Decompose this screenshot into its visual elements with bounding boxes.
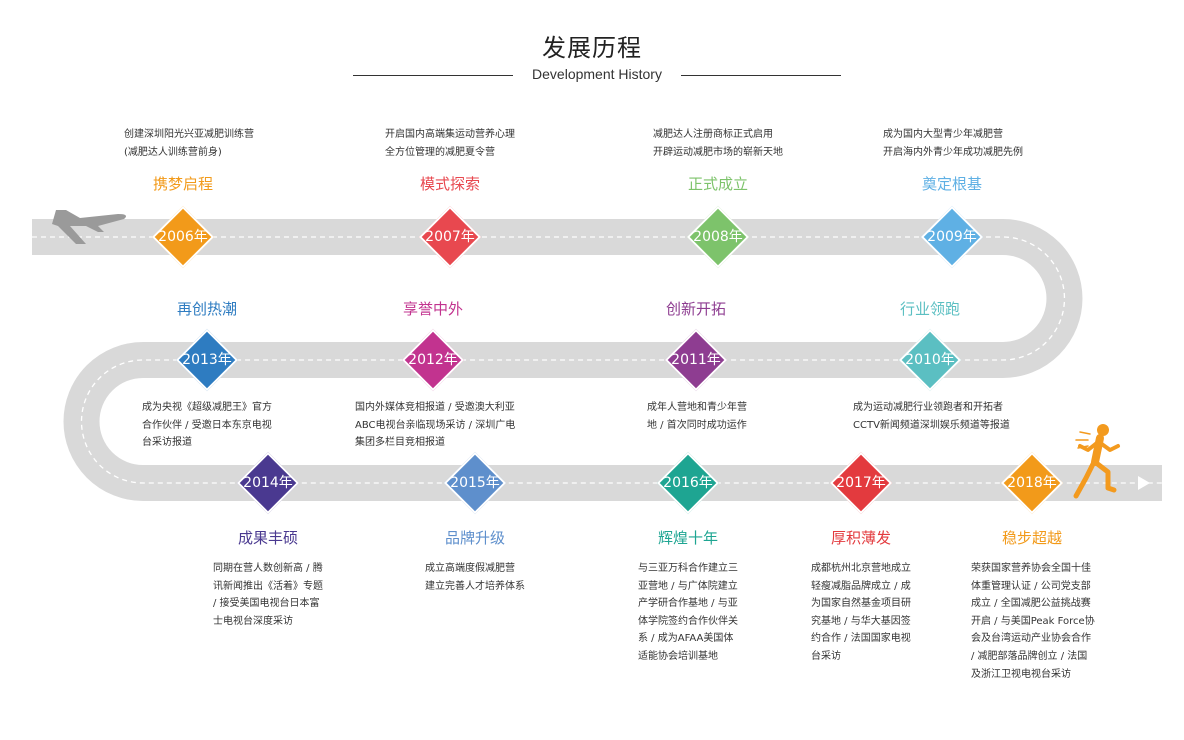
description-line: 为国家自然基金项目研 (811, 598, 911, 610)
description-line: 成为国内大型青少年减肥营 (883, 129, 1003, 140)
milestone-heading: 模式探索 (419, 175, 480, 193)
description-line: 体重管理认证 / 公司党支部 (971, 580, 1091, 592)
milestone-description: 减肥达人注册商标正式启用开辟运动减肥市场的崭新天地 (653, 126, 783, 161)
description-line: CCTV新闻频道深圳娱乐频道等报道 (853, 419, 1010, 431)
description-line: 及浙江卫视电视台采访 (971, 668, 1071, 680)
year-label: 2007年 (425, 229, 475, 245)
description-line: 究基地 / 与华大基因签 (811, 615, 911, 627)
description-line: 集团多栏目竞相报道 (355, 437, 445, 449)
year-label: 2016年 (663, 475, 713, 491)
divider-left (353, 75, 513, 76)
milestone-heading: 品牌升级 (444, 529, 505, 547)
description-line: 轻瘦减脂品牌成立 / 成 (811, 580, 911, 592)
milestone-description: 成为央视《超级减肥王》官方合作伙伴 / 受邀日本东京电视台采访报道 (142, 399, 272, 452)
year-label: 2010年 (905, 352, 955, 368)
description-line: 成年人营地和青少年营 (647, 402, 747, 413)
milestone-description: 成都杭州北京营地成立轻瘦减脂品牌成立 / 成为国家自然基金项目研究基地 / 与华… (811, 560, 911, 666)
description-line: 亚营地 / 与广体院建立 (638, 580, 738, 592)
year-label: 2006年 (158, 229, 208, 245)
year-label: 2012年 (408, 352, 458, 368)
description-line: 开启国内高端集运动营养心理 (385, 129, 515, 140)
description-line: 适能协会培训基地 (638, 650, 718, 662)
description-line: 建立完善人才培养体系 (425, 580, 525, 592)
milestone-description: 成立高端度假减肥营建立完善人才培养体系 (425, 560, 525, 595)
description-line: (减肥达人训练营前身) (124, 146, 222, 158)
description-line: 同期在营人数创新高 / 腾 (213, 563, 323, 574)
description-line: / 接受美国电视台日本富 (213, 598, 320, 610)
description-line: 讯新闻推出《活着》专题 (213, 580, 323, 592)
description-line: 减肥达人注册商标正式启用 (653, 129, 773, 140)
milestone-description: 与三亚万科合作建立三亚营地 / 与广体院建立产学研合作基地 / 与亚体学院签约合… (638, 560, 738, 666)
year-label: 2014年 (243, 475, 293, 491)
page-subtitle: Development History (522, 66, 672, 82)
play-arrow-icon (1138, 476, 1150, 490)
year-label: 2013年 (182, 352, 232, 368)
description-line: 开启海内外青少年成功减肥先例 (883, 146, 1023, 158)
description-line: 成为运动减肥行业领跑者和开拓者 (853, 402, 1003, 413)
description-line: 地 / 首次同时成功运作 (647, 419, 747, 431)
description-line: 士电视台深度采访 (213, 615, 293, 627)
description-line: 开启 / 与美国Peak Force协 (971, 615, 1095, 627)
milestone-heading: 辉煌十年 (657, 529, 718, 547)
description-line: 成立高端度假减肥营 (425, 563, 515, 574)
description-line: 约合作 / 法国国家电视 (811, 633, 911, 645)
milestone-description: 成为运动减肥行业领跑者和开拓者 CCTV新闻频道深圳娱乐频道等报道 (853, 399, 1010, 434)
milestone-description: 开启国内高端集运动营养心理全方位管理的减肥夏令营 (385, 126, 515, 161)
year-label: 2011年 (671, 352, 721, 368)
divider-right (681, 75, 841, 76)
milestone-description: 荣获国家营养协会全国十佳体重管理认证 / 公司党支部成立 / 全国减肥公益挑战赛… (971, 560, 1095, 683)
milestone-heading: 厚积薄发 (830, 529, 891, 547)
year-label: 2015年 (450, 475, 500, 491)
milestone-description: 同期在营人数创新高 / 腾讯新闻推出《活着》专题 / 接受美国电视台日本富士电视台… (213, 560, 323, 630)
milestone-heading: 享誉中外 (402, 300, 463, 318)
year-label: 2009年 (927, 229, 977, 245)
road-centerline (32, 236, 1162, 484)
milestone-heading: 再创热潮 (176, 300, 237, 318)
description-line: 国内外媒体竞相报道 / 受邀澳大利亚 (355, 402, 515, 413)
year-label: 2017年 (836, 475, 886, 491)
milestone-heading: 成果丰硕 (237, 529, 298, 547)
description-line: 会及台湾运动产业协会合作 (971, 633, 1091, 645)
description-line: 产学研合作基地 / 与亚 (638, 598, 738, 610)
description-line: 台采访报道 (142, 437, 192, 449)
subtitle-row: Development History (353, 66, 841, 86)
description-line: 成都杭州北京营地成立 (811, 563, 911, 574)
milestone-heading: 行业领跑 (899, 300, 960, 318)
milestone-heading: 正式成立 (687, 175, 748, 193)
description-line: 系 / 成为AFAA美国体 (638, 633, 734, 645)
milestone-description: 成年人营地和青少年营地 / 首次同时成功运作 (647, 399, 747, 434)
description-line: 成立 / 全国减肥公益挑战赛 (971, 598, 1091, 610)
description-line: 开辟运动减肥市场的崭新天地 (653, 146, 783, 158)
page-title: 发展历程 (542, 34, 642, 62)
description-line: 合作伙伴 / 受邀日本东京电视 (142, 419, 272, 431)
airplane-icon (52, 210, 126, 244)
description-line: 与三亚万科合作建立三 (638, 563, 738, 574)
milestone-description: 国内外媒体竞相报道 / 受邀澳大利亚 ABC电视台亲临现场采访 / 深圳广电集团多… (355, 399, 515, 452)
description-line: 创建深圳阳光兴亚减肥训练营 (124, 129, 254, 140)
milestone-heading: 创新开拓 (665, 300, 726, 318)
milestone-description: 成为国内大型青少年减肥营开启海内外青少年成功减肥先例 (883, 126, 1023, 161)
description-line: 成为央视《超级减肥王》官方 (142, 402, 272, 413)
year-label: 2018年 (1007, 475, 1057, 491)
milestone-heading: 携梦启程 (152, 175, 213, 193)
year-label: 2008年 (693, 229, 743, 245)
description-line: 台采访 (811, 650, 841, 662)
description-line: 全方位管理的减肥夏令营 (385, 146, 495, 158)
milestone-description: 创建深圳阳光兴亚减肥训练营 (减肥达人训练营前身) (124, 126, 254, 161)
description-line: ABC电视台亲临现场采访 / 深圳广电 (355, 419, 516, 431)
description-line: 体学院签约合作伙伴关 (638, 615, 738, 627)
runner-icon (1073, 424, 1120, 499)
description-line: 荣获国家营养协会全国十佳 (971, 563, 1091, 574)
milestone-heading: 稳步超越 (1001, 529, 1062, 547)
description-line: / 减肥部落品牌创立 / 法国 (971, 650, 1088, 662)
milestone-heading: 奠定根基 (921, 175, 982, 193)
